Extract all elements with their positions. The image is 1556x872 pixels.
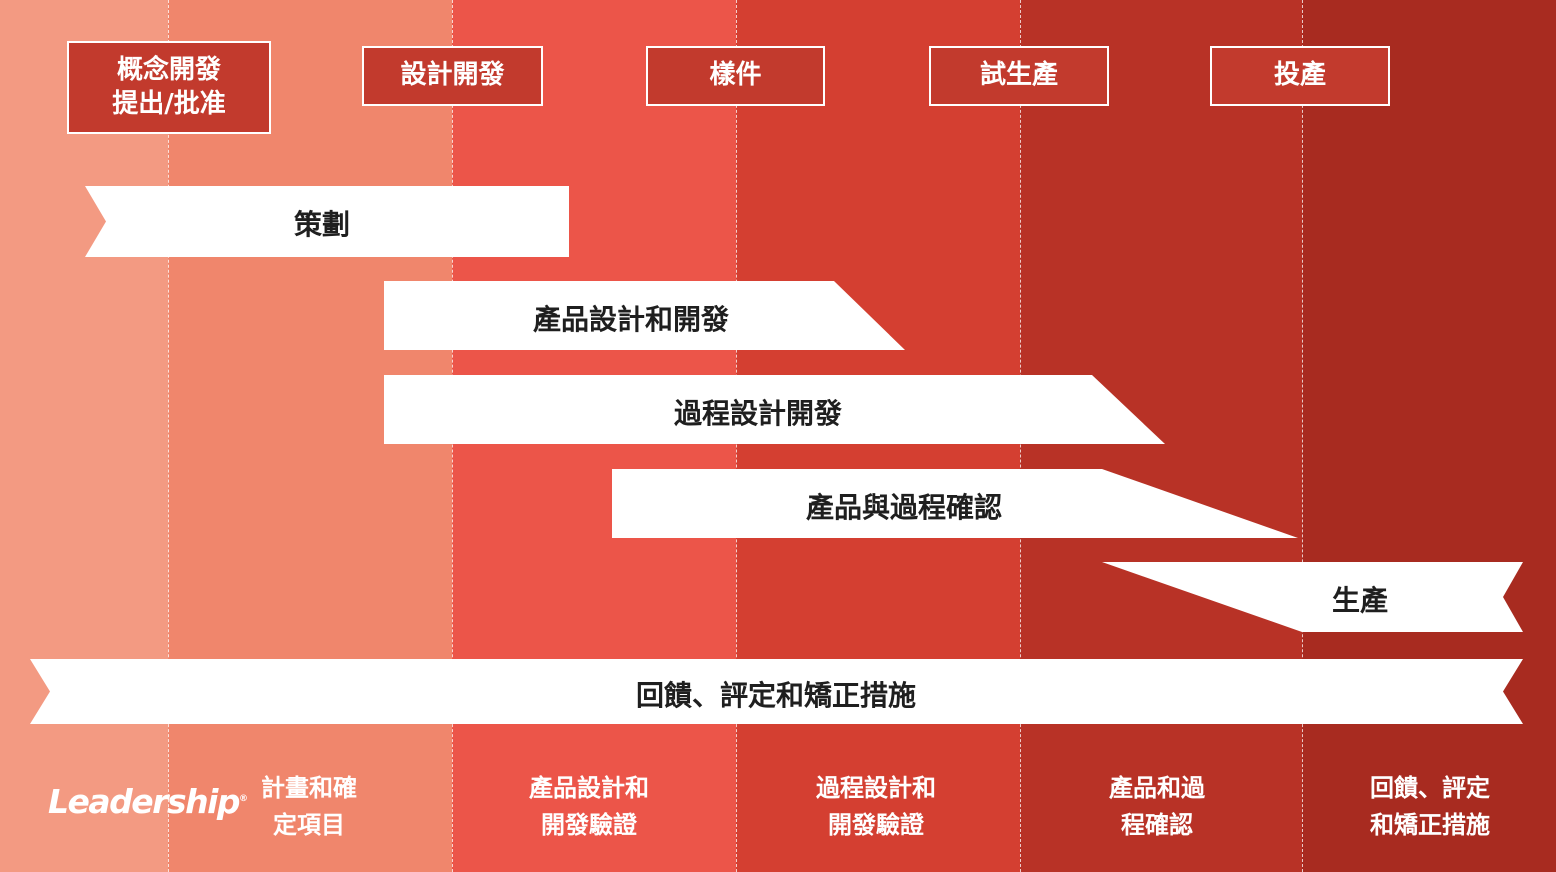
- phase-label-production: 生產: [1331, 584, 1389, 617]
- phase-label-product-design: 產品設計和開發: [532, 303, 730, 336]
- output-product-design-verification: 產品設計和 開發驗證: [529, 774, 649, 840]
- bar-feedback: [30, 659, 1523, 724]
- milestone-line-1: [168, 0, 169, 872]
- milestone-pilot-production: 試生產: [929, 46, 1109, 106]
- output-product-process-validation: 產品和過 程確認: [1109, 774, 1205, 840]
- bar-product-design: [384, 281, 905, 350]
- logo-text: Leadership: [48, 782, 241, 821]
- milestone-prototype: 樣件: [646, 46, 825, 106]
- milestone-line-5: [1302, 0, 1303, 872]
- output-plan-definition: 計畫和確 定項目: [261, 774, 357, 840]
- output-feedback-corrective-action: 回饋、評定 和矯正措施: [1370, 774, 1490, 840]
- milestone-launch: 投產: [1210, 46, 1390, 106]
- phase-label-feedback: 回饋、評定和矯正措施: [635, 679, 917, 712]
- phase-label-process-design: 過程設計開發: [673, 397, 843, 430]
- milestone-concept-approval: 概念開發 提出/批准: [67, 41, 271, 134]
- column-bg-1: [0, 0, 168, 872]
- bar-validation: [612, 469, 1298, 538]
- bar-production: [1102, 562, 1523, 632]
- phase-label-planning: 策劃: [293, 208, 351, 241]
- milestone-design-development: 設計開發: [362, 46, 543, 106]
- logo-registered-mark: ®: [239, 794, 249, 804]
- phase-label-validation: 產品與過程確認: [805, 491, 1003, 524]
- column-bg-6: [1302, 0, 1556, 872]
- leadership-logo: Leadership®: [48, 782, 248, 821]
- bar-planning: [85, 186, 569, 257]
- bar-process-design: [384, 375, 1165, 444]
- output-process-design-verification: 過程設計和 開發驗證: [816, 774, 936, 840]
